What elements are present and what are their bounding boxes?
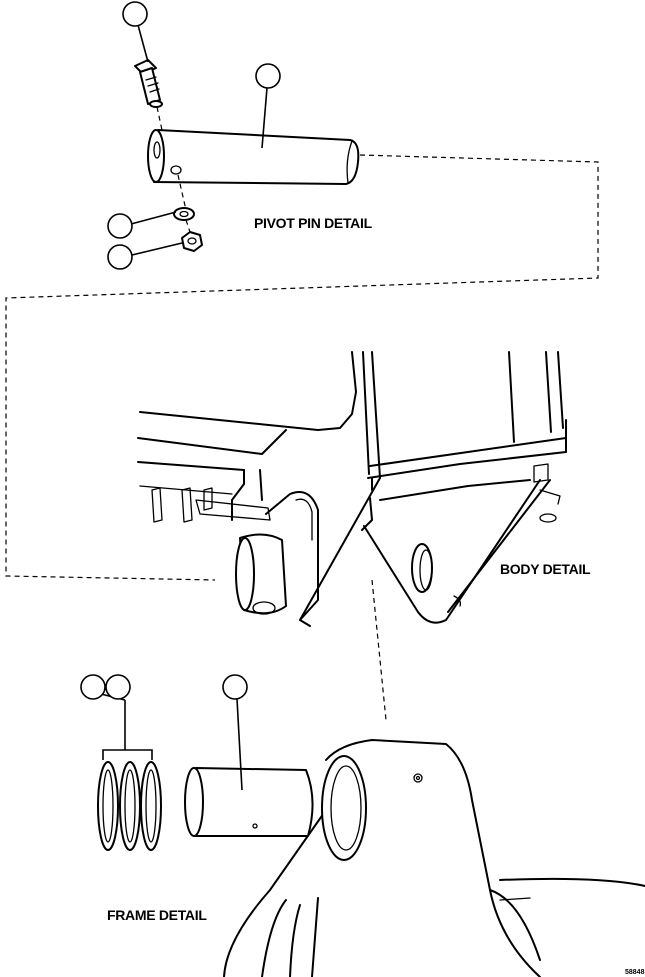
pivot-pin-detail-label: PIVOT PIN DETAIL: [254, 215, 373, 231]
frame-bushing-part: [184, 767, 314, 837]
body-to-frame-dashed-line: [371, 579, 387, 721]
washer-part: [173, 207, 195, 221]
body-pivot-bushing: [235, 533, 287, 615]
callout-pivot-pin: [255, 63, 281, 149]
frame-detail-label: FRAME DETAIL: [107, 907, 207, 923]
frame-pivot-bore: [321, 755, 367, 861]
bolt-part: [134, 59, 163, 108]
pivot-pin-detail: PIVOT PIN DETAIL: [107, 1, 373, 270]
callout-shim-b: [105, 674, 131, 700]
callout-frame-bushing: [222, 674, 248, 791]
callout-nut: [107, 242, 183, 270]
figure-code: 58848: [625, 969, 645, 976]
shim-part-1: [97, 761, 119, 851]
shim-part-2: [119, 761, 141, 851]
frame-detail: FRAME DETAIL: [80, 674, 645, 977]
pivot-pin-part: [147, 129, 360, 185]
shim-part-3: [140, 761, 162, 851]
callout-shim-a: [80, 674, 106, 700]
callout-washer: [107, 211, 177, 239]
pin-to-body-dashed-line: [5, 154, 599, 581]
callout-bolt: [122, 1, 149, 63]
body-detail-label: BODY DETAIL: [500, 561, 591, 577]
body-detail: BODY DETAIL: [137, 351, 591, 627]
nut-part: [181, 231, 203, 252]
